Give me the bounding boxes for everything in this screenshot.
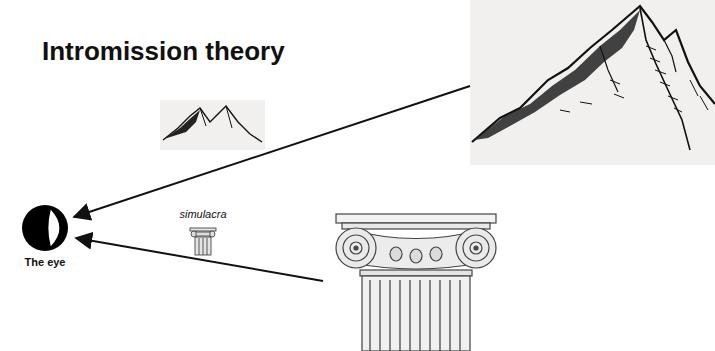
ionic-column-picture — [336, 214, 496, 351]
small-column-picture — [190, 228, 216, 255]
eye-symbol — [21, 204, 69, 252]
eye-label: The eye — [14, 256, 76, 268]
mountain-picture — [470, 0, 715, 165]
eye-node: The eye — [14, 204, 76, 268]
ray-arrow — [76, 238, 323, 281]
simulacra-label: simulacra — [179, 208, 226, 220]
diagram-title: Intromission theory — [42, 36, 285, 67]
ray-arrow — [74, 86, 470, 217]
small-mountain-picture — [160, 100, 265, 150]
